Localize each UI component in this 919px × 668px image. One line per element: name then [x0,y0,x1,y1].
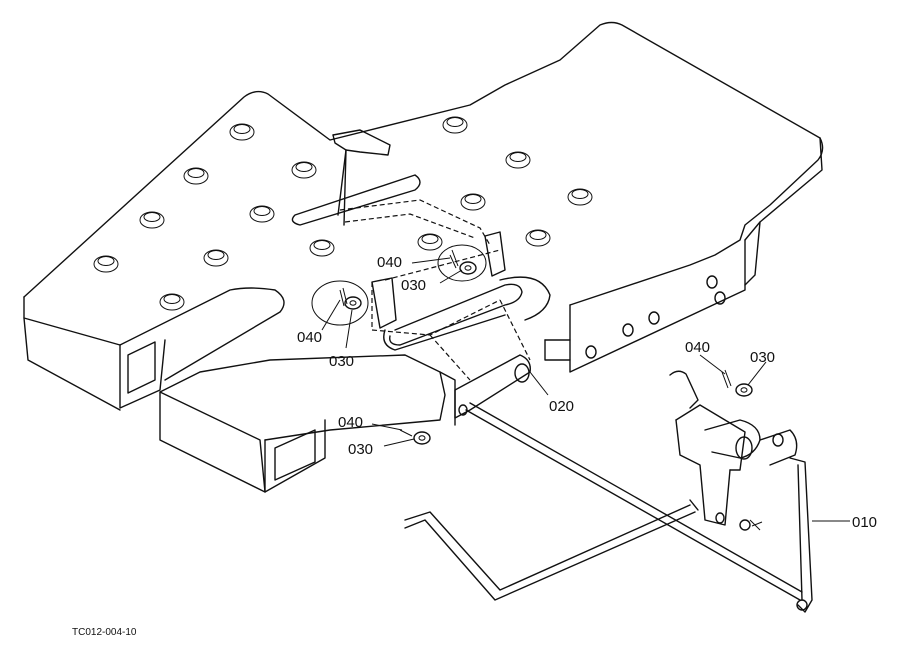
callout-030-right: 030 [750,349,775,366]
callout-030-upper: 030 [401,277,426,294]
callout-040-right: 040 [685,339,710,356]
callout-020: 020 [549,398,574,415]
hidden-linkage [339,199,531,381]
figure-id-label: TC012-004-10 [72,627,137,638]
floor-plate [23,21,824,493]
link-rod-020 [311,231,551,419]
right-linkage-bracket [669,370,813,613]
callout-010: 010 [852,514,877,531]
callout-labels: 040 030 040 030 040 030 020 040 030 010 [297,254,877,531]
floor-bumps [93,116,593,311]
callout-030-lower: 030 [348,441,373,458]
callout-040-lower: 040 [338,414,363,431]
callout-040-left: 040 [297,329,322,346]
connecting-rods [404,402,803,601]
callout-030-left: 030 [329,353,354,370]
washers-and-pins [339,249,753,445]
callout-040-upper: 040 [377,254,402,271]
leader-lines [321,257,850,522]
